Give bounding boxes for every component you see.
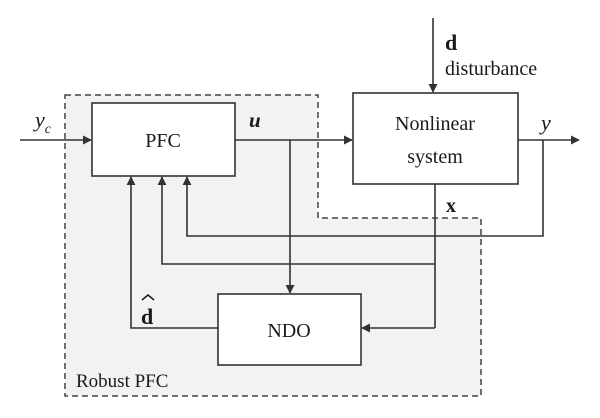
state-feedback-to-pfc-arrow <box>157 176 435 265</box>
pfc-label: PFC <box>145 130 181 152</box>
robust-pfc-label: Robust PFC <box>76 371 168 392</box>
estimate-hat-mark <box>141 294 155 301</box>
reference-label: yc <box>33 107 52 137</box>
ndo-label: NDO <box>267 320 310 342</box>
estimate-label: d <box>141 304 153 329</box>
output-label: y <box>539 110 551 135</box>
ndo-block <box>217 293 362 366</box>
output-feedback-arrow <box>182 140 544 237</box>
system-label-line1: Nonlinear <box>395 113 475 135</box>
nonlinear-system-block <box>352 92 519 185</box>
disturbance-label: disturbance <box>445 58 537 80</box>
state-label: x <box>446 195 456 217</box>
system-label-line2: system <box>407 146 463 168</box>
control-label: u <box>249 108 261 132</box>
disturbance-symbol: d <box>445 30 457 55</box>
estimate-arrow <box>126 176 218 329</box>
pfc-block <box>91 102 236 177</box>
